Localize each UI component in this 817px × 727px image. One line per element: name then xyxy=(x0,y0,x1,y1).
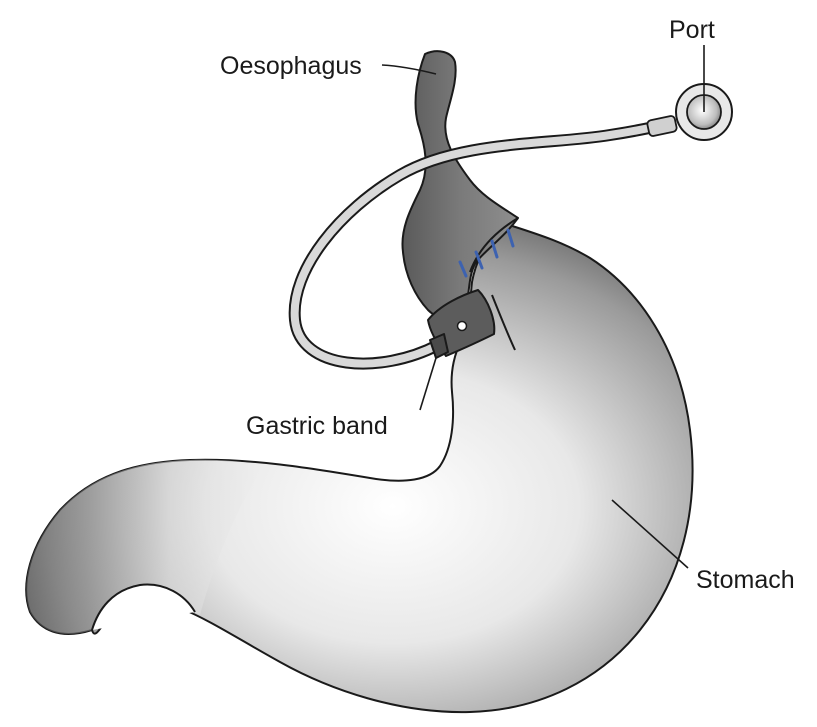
label-port: Port xyxy=(669,16,715,44)
label-stomach: Stomach xyxy=(696,566,795,594)
port-device xyxy=(647,84,732,140)
stomach-body xyxy=(26,222,692,712)
label-gastric-band: Gastric band xyxy=(246,412,388,440)
label-oesophagus: Oesophagus xyxy=(220,52,362,80)
leader-gastric-band xyxy=(420,358,436,410)
